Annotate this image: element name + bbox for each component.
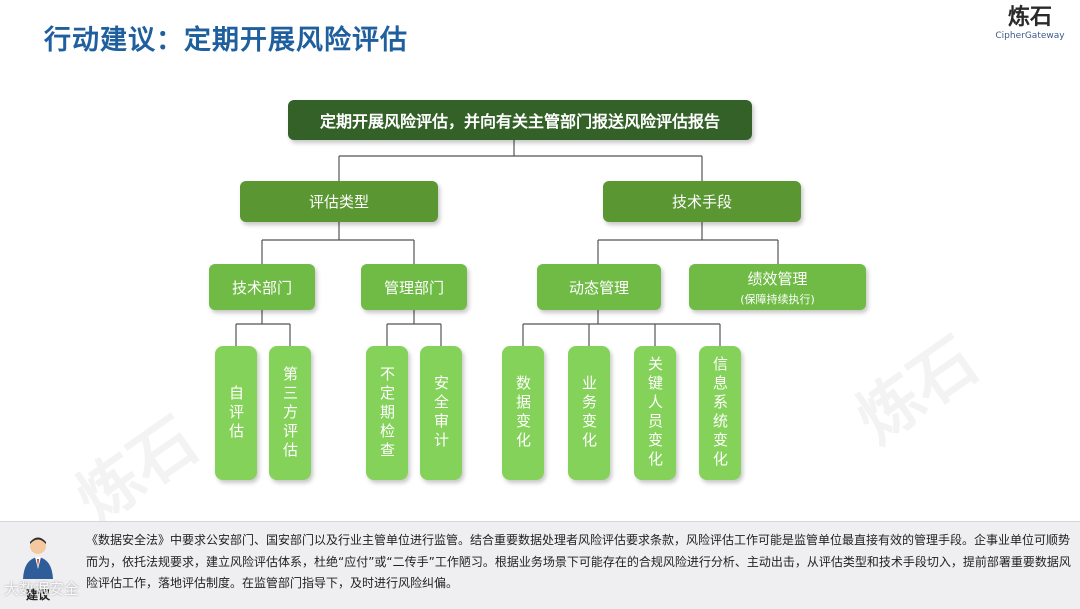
leaf-key-personnel-change: 关键人员变化 bbox=[634, 346, 676, 480]
node-mgmt-dept: 管理部门 bbox=[361, 264, 467, 310]
leaf-third-party: 第三方评估 bbox=[269, 346, 311, 480]
leaf-data-change: 数据变化 bbox=[502, 346, 544, 480]
perf-sublabel: (保障持续执行) bbox=[740, 291, 815, 307]
node-assessment-type: 评估类型 bbox=[240, 181, 438, 222]
perf-label: 绩效管理 bbox=[747, 268, 807, 289]
node-tech-dept: 技术部门 bbox=[209, 264, 315, 310]
brand-watermark: 大数据安全 bbox=[4, 578, 79, 599]
leaf-business-change: 业务变化 bbox=[568, 346, 610, 480]
advisor-avatar-icon bbox=[18, 535, 58, 581]
leaf-security-audit: 安全审计 bbox=[420, 346, 462, 480]
root-node: 定期开展风险评估，并向有关主管部门报送风险评估报告 bbox=[288, 100, 752, 140]
leaf-self-assessment: 自评估 bbox=[215, 346, 257, 480]
advice-text: 《数据安全法》中要求公安部门、国安部门以及行业主管单位进行监管。结合重要数据处理… bbox=[86, 530, 1076, 595]
node-technical-means: 技术手段 bbox=[603, 181, 801, 222]
node-performance-mgmt: 绩效管理 (保障持续执行) bbox=[689, 264, 866, 310]
advice-panel: 《数据安全法》中要求公安部门、国安部门以及行业主管单位进行监管。结合重要数据处理… bbox=[0, 521, 1080, 609]
leaf-irregular-check: 不定期检查 bbox=[366, 346, 408, 480]
leaf-info-system-change: 信息系统变化 bbox=[699, 346, 741, 480]
node-dynamic-mgmt: 动态管理 bbox=[537, 264, 661, 310]
